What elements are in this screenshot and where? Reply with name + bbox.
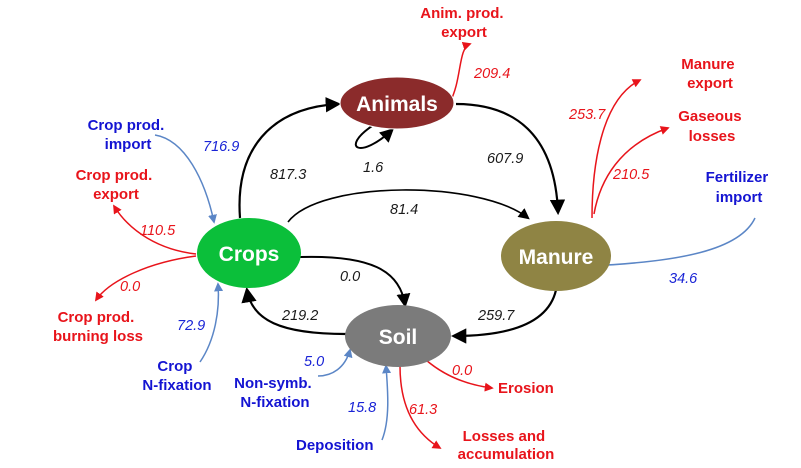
- arrow-animals-to-manure: [455, 102, 566, 216]
- value-crop-prod-export: 110.5: [140, 223, 176, 239]
- arrow-manure-export: [591, 79, 642, 219]
- value-manure-to-soil: 259.7: [477, 308, 515, 324]
- arrow-crops-to-manure: [287, 189, 530, 223]
- arrow-crop-prod-export: [113, 204, 197, 255]
- label-crop-n-fixation: Crop N-fixation: [142, 358, 211, 394]
- value-manure-export: 253.7: [568, 107, 606, 123]
- label-losses-accumulation: Losses and accumulation: [458, 428, 555, 463]
- arrow-manure-to-soil: [450, 289, 558, 344]
- label-erosion: Erosion: [498, 380, 554, 397]
- arrow-crop-n-fixation: [199, 282, 224, 363]
- label-anim-prod-export: Anim. prod. export: [420, 5, 508, 41]
- value-crops-to-animals: 817.3: [270, 167, 306, 183]
- arrow-crops-to-soil: [299, 255, 411, 308]
- label-gaseous-losses: Gaseous losses: [678, 108, 746, 145]
- arrow-animals-self: [354, 125, 395, 149]
- label-crop-burning-loss: Crop prod. burning loss: [53, 309, 143, 345]
- node-crops-label: Crops: [219, 243, 280, 266]
- label-manure-export: Manure export: [681, 56, 739, 92]
- arrow-gaseous-losses: [593, 126, 670, 215]
- node-soil-label: Soil: [379, 326, 418, 349]
- value-gaseous-losses: 210.5: [612, 167, 650, 183]
- arrow-crop-burning-loss: [94, 255, 197, 302]
- arrow-soil-to-crops: [241, 286, 347, 336]
- value-crop-prod-import: 716.9: [203, 139, 239, 155]
- value-crop-n-fixation: 72.9: [177, 318, 205, 334]
- value-deposition: 15.8: [348, 400, 376, 416]
- node-animals: Animals: [339, 76, 455, 130]
- arrow-deposition: [381, 364, 392, 441]
- arrow-losses-accumulation: [399, 365, 442, 449]
- label-nonsymb-n-fixation: Non-symb. N-fixation: [234, 375, 316, 411]
- label-fertilizer-import: Fertilizer import: [706, 169, 773, 206]
- node-soil: Soil: [345, 305, 451, 367]
- value-crops-to-soil: 0.0: [340, 269, 360, 285]
- label-deposition: Deposition: [296, 437, 374, 454]
- arrow-anim-prod-export: [449, 42, 472, 103]
- value-soil-to-crops: 219.2: [281, 308, 318, 324]
- node-animals-label: Animals: [356, 93, 438, 116]
- value-crop-burning-loss: 0.0: [120, 279, 140, 295]
- value-fertilizer-import: 34.6: [669, 271, 698, 287]
- arrow-erosion: [425, 359, 494, 392]
- value-nonsymb-n-fixation: 5.0: [304, 354, 324, 370]
- node-manure-label: Manure: [519, 246, 594, 269]
- value-anim-prod-export: 209.4: [473, 66, 510, 82]
- arrow-nonsymb-n-fixation: [317, 348, 353, 377]
- node-manure: Manure: [501, 221, 611, 291]
- value-crops-to-manure: 81.4: [390, 202, 418, 218]
- value-animals-self: 1.6: [363, 160, 384, 176]
- node-crops: Crops: [197, 218, 301, 288]
- value-erosion: 0.0: [452, 363, 472, 379]
- arrow-crops-to-animals: [238, 97, 342, 219]
- arrow-fertilizer-import: [586, 217, 756, 271]
- value-losses-accumulation: 61.3: [409, 402, 437, 418]
- label-crop-prod-export: Crop prod. export: [76, 167, 157, 203]
- label-crop-prod-import: Crop prod. import: [88, 117, 169, 153]
- arrow-crop-prod-import: [154, 134, 217, 224]
- value-animals-to-manure: 607.9: [487, 151, 523, 167]
